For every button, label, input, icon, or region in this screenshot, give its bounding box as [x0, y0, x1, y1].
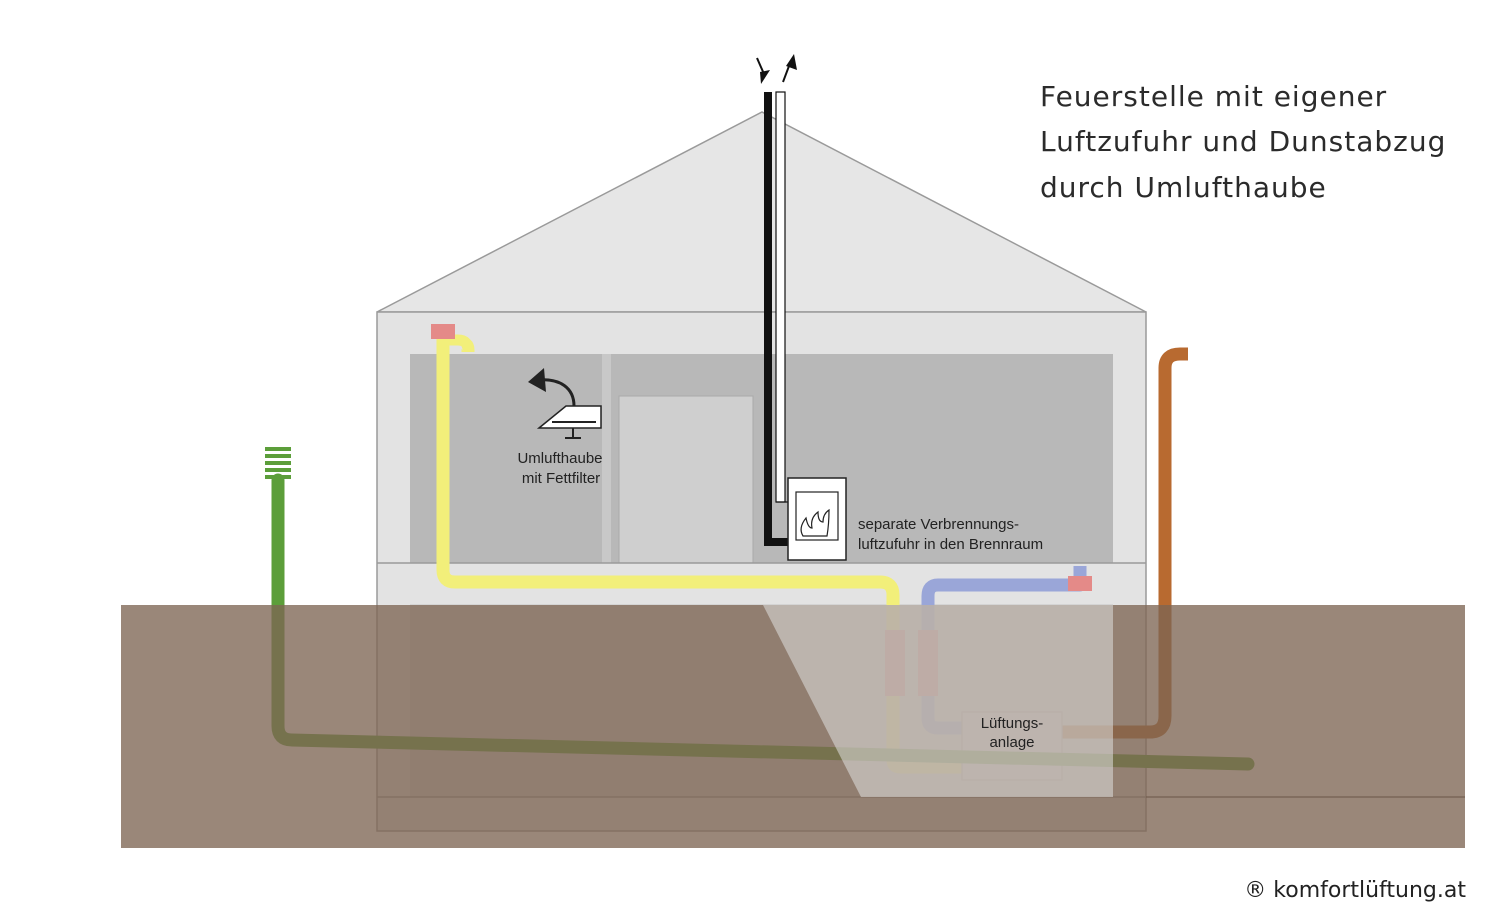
basement-light-cut [763, 605, 1113, 797]
arrow-out-icon [782, 54, 797, 83]
interior-wall [602, 354, 611, 563]
arrow-in-icon [756, 57, 770, 84]
stove-label-line-2: luftzufuhr in den Brennraum [858, 536, 1043, 553]
supply-duct-top [443, 334, 474, 351]
title-line-1: Feuerstelle mit eigener [1040, 80, 1387, 113]
upper-room [410, 354, 1113, 563]
title-line-2: Luftzufuhr und Dunstabzug [1040, 125, 1446, 158]
copyright-text: ® komfortlüftung.at [1244, 878, 1466, 903]
extract-valve [1068, 576, 1092, 591]
ground [121, 605, 1465, 848]
hood-label-line-1: Umlufthaube [517, 450, 602, 467]
unit-label-line-2: anlage [989, 734, 1034, 751]
air-intake-grille-icon [265, 447, 291, 479]
supply-valve [431, 324, 455, 339]
title-line-3: durch Umlufthaube [1040, 171, 1327, 204]
roof [376, 111, 1147, 313]
chimney [756, 54, 797, 546]
unit-label-line-1: Lüftungs- [981, 715, 1044, 732]
stove-label-line-1: separate Verbrennungs- [858, 516, 1019, 533]
interior-door [618, 395, 754, 564]
chimney-white-pipe [775, 91, 786, 503]
fireplace-icon [787, 477, 847, 561]
hood-label-line-2: mit Fettfilter [522, 470, 600, 487]
chimney-black-pipe [764, 92, 790, 546]
cooker-hood-icon [528, 368, 602, 439]
